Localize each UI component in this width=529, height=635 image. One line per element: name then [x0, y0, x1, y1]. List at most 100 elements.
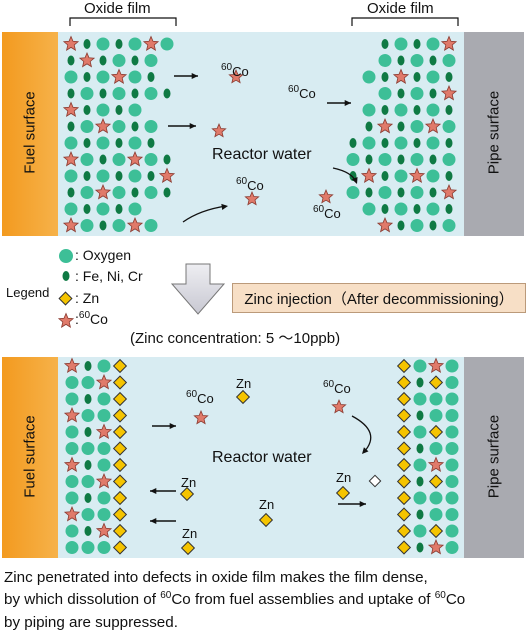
oxygen-atom — [64, 70, 78, 84]
oxygen-atom — [144, 186, 158, 199]
oxygen-atom — [413, 458, 427, 472]
zinc-atom — [112, 358, 128, 374]
cobalt-60-atom — [142, 35, 160, 51]
metal-atom — [365, 154, 373, 165]
zinc-injection-box: Zinc injection（After decommissioning） — [232, 283, 526, 313]
arrow-head — [344, 99, 351, 107]
oxygen-atom — [96, 70, 110, 84]
metal-atom — [413, 39, 421, 49]
metal-atom — [416, 410, 424, 421]
arrow-head — [351, 177, 358, 184]
metal-atom — [381, 204, 389, 214]
metal-atom — [397, 220, 405, 231]
cobalt-60-atom — [331, 398, 347, 414]
legend-zinc-label: : Zn — [75, 290, 100, 306]
oxygen-atom — [80, 120, 94, 133]
oxygen-atom — [128, 136, 142, 150]
oxygen-atom — [426, 136, 440, 150]
metal-atom — [83, 72, 91, 82]
oxygen-atom — [445, 392, 459, 406]
metal-atom — [131, 121, 139, 132]
metal-atom — [381, 171, 389, 181]
zinc-atom — [428, 523, 444, 539]
legend-zinc-icon — [58, 291, 73, 306]
oxygen-atom — [429, 442, 443, 455]
oxygen-atom — [81, 409, 95, 422]
metal-atom — [115, 138, 123, 148]
oxygen-atom — [394, 37, 408, 51]
bottom-zn-label-2: Zn — [181, 475, 197, 490]
oxygen-atom — [445, 508, 459, 521]
oxygen-atom — [97, 508, 111, 521]
oxygen-atom — [410, 219, 424, 232]
metal-atom — [83, 171, 91, 181]
metal-atom — [397, 88, 405, 99]
legend-cobalt-label: :60Co — [75, 310, 108, 327]
metal-atom — [445, 171, 453, 181]
zinc-atom — [235, 389, 251, 405]
oxygen-atom — [426, 202, 440, 216]
metal-atom — [131, 88, 139, 99]
oxygen-atom — [97, 442, 111, 455]
metal-atom — [147, 72, 155, 82]
metal-atom — [397, 154, 405, 165]
metal-atom — [416, 443, 424, 454]
oxygen-atom — [413, 524, 427, 538]
zinc-atom — [112, 424, 128, 440]
legend-oxygen-label: : Oxygen — [75, 247, 132, 263]
top-co60-label-3: 60Co — [236, 176, 264, 193]
oxygen-atom — [97, 541, 111, 554]
metal-atom — [445, 204, 453, 214]
arrow-head — [221, 203, 228, 210]
oxygen-atom — [346, 153, 360, 166]
oxygen-atom — [128, 70, 142, 84]
cobalt-60-atom — [94, 117, 112, 134]
oxygen-atom — [429, 508, 443, 521]
cobalt-60-atom — [440, 35, 458, 51]
oxygen-atom — [429, 491, 443, 505]
oxygen-atom — [97, 409, 111, 422]
caption: Zinc penetrated into defects in oxide fi… — [4, 567, 524, 634]
cobalt-60-atom — [360, 167, 378, 183]
metal-atom — [416, 509, 424, 520]
zinc-atom — [396, 523, 412, 539]
zinc-atom-outline — [368, 474, 382, 488]
metal-atom — [397, 55, 405, 66]
metal-atom — [84, 460, 92, 470]
metal-atom — [67, 121, 75, 132]
bottom-co60-label-2: 60Co — [323, 379, 351, 396]
metal-atom — [429, 88, 437, 99]
top-co60-label-2: 60Co — [288, 84, 316, 101]
oxygen-atom — [378, 87, 392, 100]
metal-atom — [83, 105, 91, 115]
oxygen-atom — [445, 359, 459, 373]
oxygen-atom — [445, 458, 459, 472]
bottom-reactor-water-region — [58, 357, 466, 558]
metal-atom — [416, 476, 424, 487]
zinc-atom — [112, 540, 128, 555]
oxygen-atom — [394, 103, 408, 117]
cobalt-60-atom — [110, 68, 128, 84]
cobalt-60-atom — [376, 216, 394, 233]
oxygen-atom — [96, 136, 110, 150]
oxygen-atom — [410, 54, 424, 67]
arrow-head — [150, 487, 157, 495]
oxygen-atom — [362, 202, 376, 216]
oxygen-atom — [112, 54, 126, 67]
metal-atom — [365, 121, 373, 132]
oxygen-atom — [65, 442, 79, 455]
oxygen-atom — [97, 359, 111, 373]
oxygen-atom — [65, 475, 79, 488]
zinc-atom — [396, 457, 412, 473]
oxygen-atom — [394, 136, 408, 150]
legend-metal-icon — [62, 271, 70, 281]
metal-atom — [84, 427, 92, 437]
cobalt-60-atom — [63, 456, 81, 472]
oxygen-atom — [426, 37, 440, 51]
cobalt-60-atom — [95, 522, 113, 538]
bottom-zn-label-3: Zn — [259, 497, 275, 512]
top-pipe-surface — [464, 32, 524, 236]
zinc-atom — [428, 424, 444, 440]
zinc-atom — [112, 441, 128, 456]
zinc-atom — [428, 375, 444, 390]
